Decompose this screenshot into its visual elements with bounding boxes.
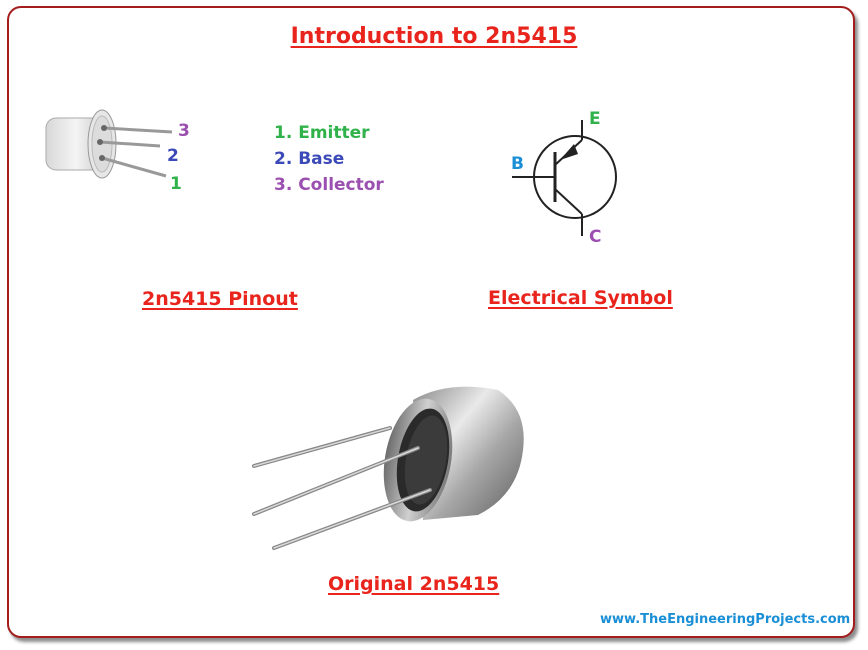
pin-item-collector: 3. Collector [274, 175, 384, 195]
original-caption: Original 2n5415 [328, 573, 500, 595]
website-link[interactable]: www.TheEngineeringProjects.com [600, 612, 851, 627]
pin-item-base: 2. Base [274, 149, 345, 169]
content-frame [7, 6, 855, 638]
pin-item-emitter: 1. Emitter [274, 123, 370, 143]
pin-list: 1. Emitter 2. Base 3. Collector [274, 120, 384, 198]
symbol-caption: Electrical Symbol [488, 287, 673, 309]
pin-number-1: 1 [170, 174, 182, 194]
pinout-transistor-image [45, 109, 173, 179]
original-transistor-image [252, 386, 524, 550]
symbol-label-base: B [511, 154, 524, 174]
pinout-caption: 2n5415 Pinout [142, 288, 298, 310]
pnp-transistor-symbol [512, 120, 617, 236]
pin-number-2: 2 [167, 146, 179, 166]
pin-number-3: 3 [178, 121, 190, 141]
symbol-label-emitter: E [589, 109, 601, 129]
symbol-label-collector: C [589, 227, 602, 247]
page-title: Introduction to 2n5415 [290, 24, 578, 49]
